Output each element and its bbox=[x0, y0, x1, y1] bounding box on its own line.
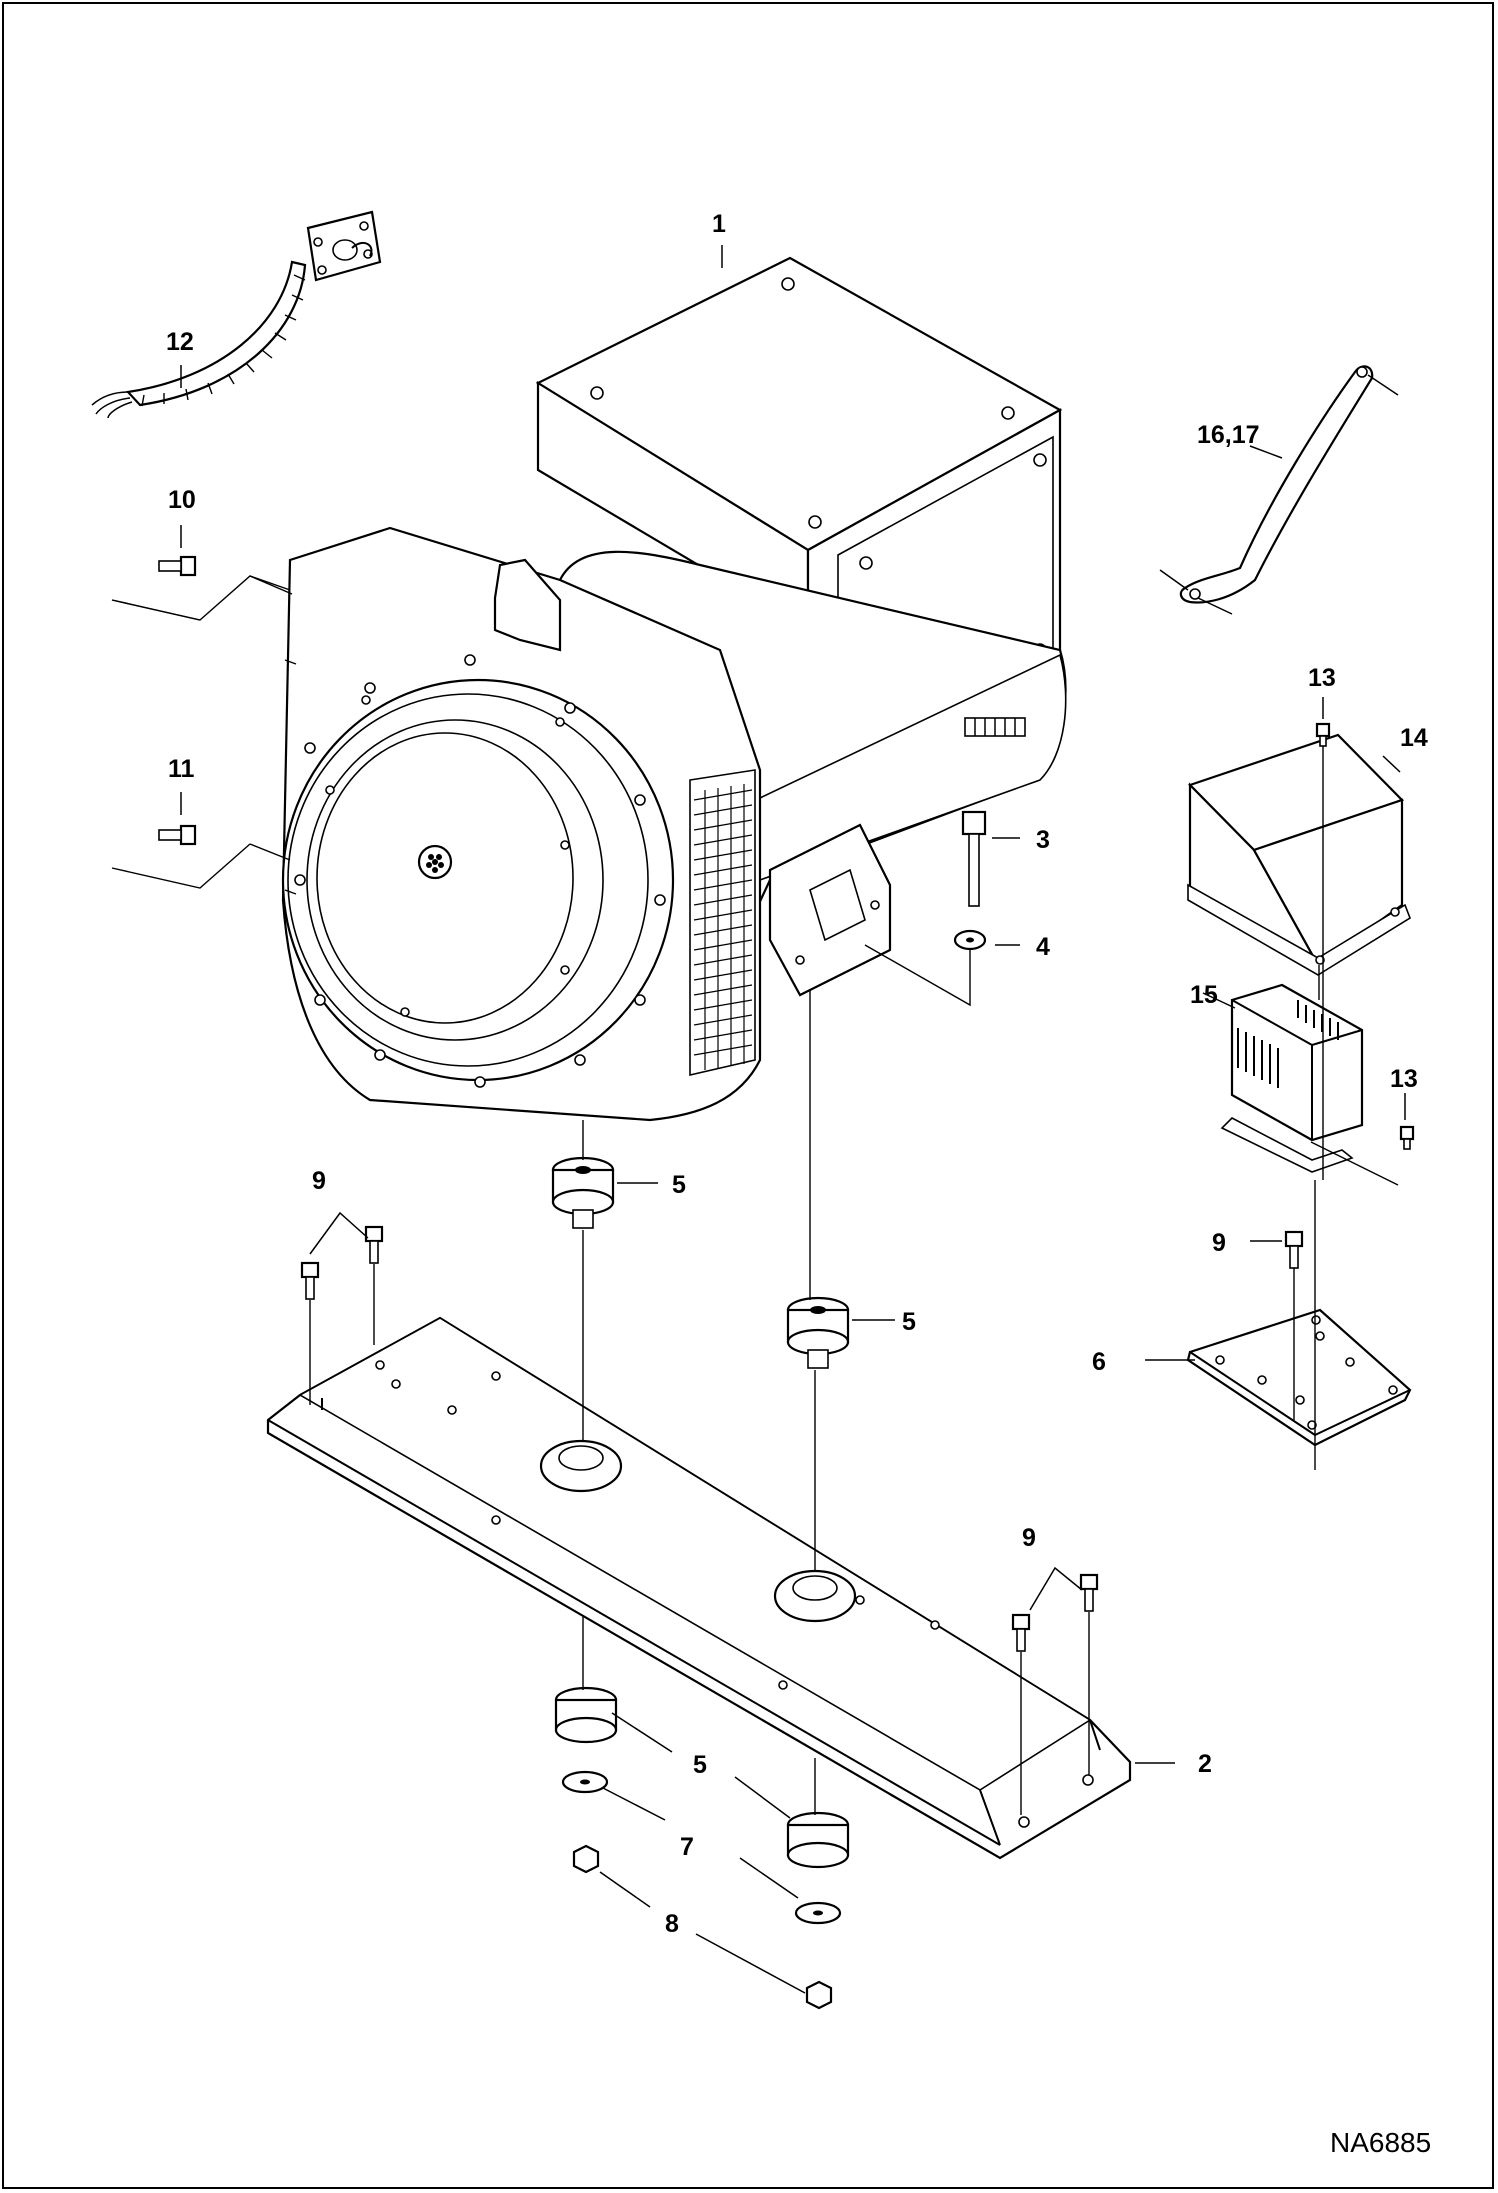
callout-9-a: 9 bbox=[312, 1167, 326, 1195]
callout-9-c: 9 bbox=[1212, 1229, 1226, 1257]
callout-4: 4 bbox=[1036, 933, 1050, 961]
nut-8-left bbox=[572, 1844, 600, 1874]
isolator-upper-left bbox=[551, 1156, 615, 1229]
callout-16-17: 16,17 bbox=[1197, 421, 1260, 449]
base-frame bbox=[266, 1316, 1132, 1860]
callout-11: 11 bbox=[168, 755, 195, 783]
callout-10: 10 bbox=[168, 486, 196, 514]
control-box-14 bbox=[1187, 733, 1411, 976]
screw-9-b bbox=[364, 1225, 384, 1264]
screw-9-a bbox=[300, 1261, 320, 1300]
callout-labels: 1 2 3 4 5 5 5 5 6 7 8 9 9 9 10 11 12 13 … bbox=[166, 210, 1428, 1938]
screw-9-d bbox=[1079, 1573, 1099, 1612]
generator-assembly bbox=[281, 256, 1067, 1122]
callout-5-a: 5 bbox=[672, 1171, 686, 1199]
nut-8-right bbox=[805, 1980, 833, 2010]
callout-13-a: 13 bbox=[1308, 664, 1336, 692]
transformer-15 bbox=[1220, 983, 1364, 1173]
base-holes bbox=[375, 1360, 1094, 1828]
washer-7-left bbox=[561, 1770, 609, 1794]
strap-16-17 bbox=[1159, 365, 1399, 615]
washer-7-right bbox=[794, 1901, 842, 1925]
grille bbox=[693, 784, 753, 1070]
washer-4 bbox=[953, 929, 987, 951]
callout-5-c: 5 bbox=[693, 1751, 707, 1779]
screw-13-right bbox=[1399, 1125, 1415, 1150]
callout-3: 3 bbox=[1036, 826, 1050, 854]
screw-9-e bbox=[1284, 1230, 1304, 1269]
screw-9-c bbox=[1011, 1613, 1031, 1652]
callout-1: 1 bbox=[712, 210, 726, 238]
ventilation-slots bbox=[964, 717, 1026, 737]
bolt-3 bbox=[961, 810, 987, 907]
callout-leaders bbox=[180, 245, 1406, 1994]
screw-10 bbox=[158, 555, 197, 577]
callout-9-b: 9 bbox=[1022, 1524, 1036, 1552]
callout-8: 8 bbox=[665, 1910, 679, 1938]
mounting-plate-6 bbox=[1186, 1308, 1412, 1447]
drawing-code: NA6885 bbox=[1330, 2127, 1431, 2158]
screw-11 bbox=[158, 824, 197, 846]
isolator-upper-right bbox=[786, 1296, 850, 1369]
callout-2: 2 bbox=[1198, 1750, 1212, 1778]
flange-bolts bbox=[294, 654, 666, 1088]
callout-13-b: 13 bbox=[1390, 1065, 1418, 1093]
isolator-lower-left bbox=[554, 1686, 618, 1744]
assembly-lines bbox=[111, 575, 1399, 1815]
callout-15: 15 bbox=[1190, 981, 1218, 1009]
callout-6: 6 bbox=[1092, 1348, 1106, 1376]
isolator-lower-right bbox=[786, 1811, 850, 1869]
callout-7: 7 bbox=[680, 1833, 694, 1861]
callout-14: 14 bbox=[1400, 724, 1428, 752]
callout-5-b: 5 bbox=[902, 1308, 916, 1336]
wire-harness-12 bbox=[91, 210, 382, 419]
callout-12: 12 bbox=[166, 328, 194, 356]
